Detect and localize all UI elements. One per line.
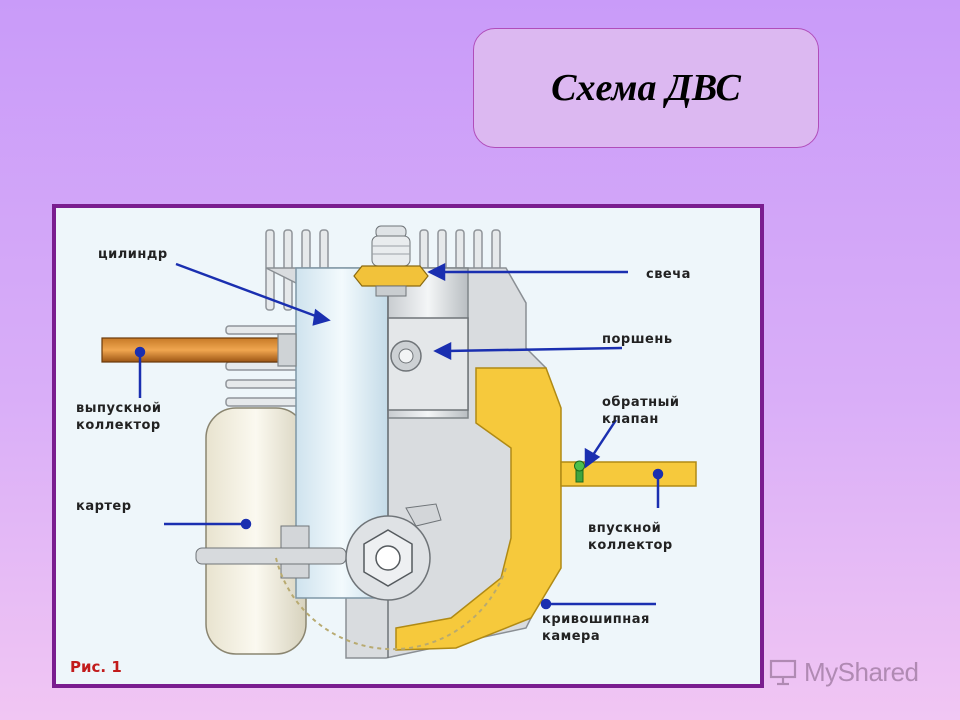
label-exhaust-2: коллектор	[76, 418, 161, 433]
page-title: Схема ДВС	[551, 67, 741, 109]
label-piston: поршень	[602, 332, 673, 347]
check-valve	[574, 460, 585, 483]
spark-plug	[353, 225, 429, 297]
engine-diagram-frame: цилиндр свеча поршень обратный клапан вы…	[52, 204, 764, 688]
label-exhaust-1: выпускной	[76, 401, 162, 416]
label-intake-1: впускной	[588, 521, 661, 536]
label-crank-chamber-2: камера	[542, 629, 600, 644]
label-cylinder: цилиндр	[98, 247, 168, 262]
label-crank-chamber-1: кривошипная	[542, 612, 650, 627]
label-arrows	[134, 262, 664, 610]
figure-caption: Рис. 1	[70, 658, 122, 676]
label-intake-2: коллектор	[588, 538, 673, 553]
watermark: MyShared	[768, 654, 919, 690]
label-check-valve-1: обратный	[602, 395, 679, 410]
crank-chamber	[395, 367, 562, 651]
crank-mechanism	[195, 503, 507, 651]
title-box: Схема ДВС	[473, 28, 819, 148]
exhaust-pipe	[101, 337, 283, 363]
projector-screen-icon	[769, 659, 797, 686]
watermark-text: MyShared	[804, 656, 919, 687]
engine-diagram: цилиндр свеча поршень обратный клапан вы…	[70, 225, 697, 676]
label-check-valve-2: клапан	[602, 412, 659, 427]
label-spark-plug: свеча	[646, 267, 691, 282]
piston	[387, 317, 469, 411]
label-crankcase: картер	[76, 499, 132, 514]
